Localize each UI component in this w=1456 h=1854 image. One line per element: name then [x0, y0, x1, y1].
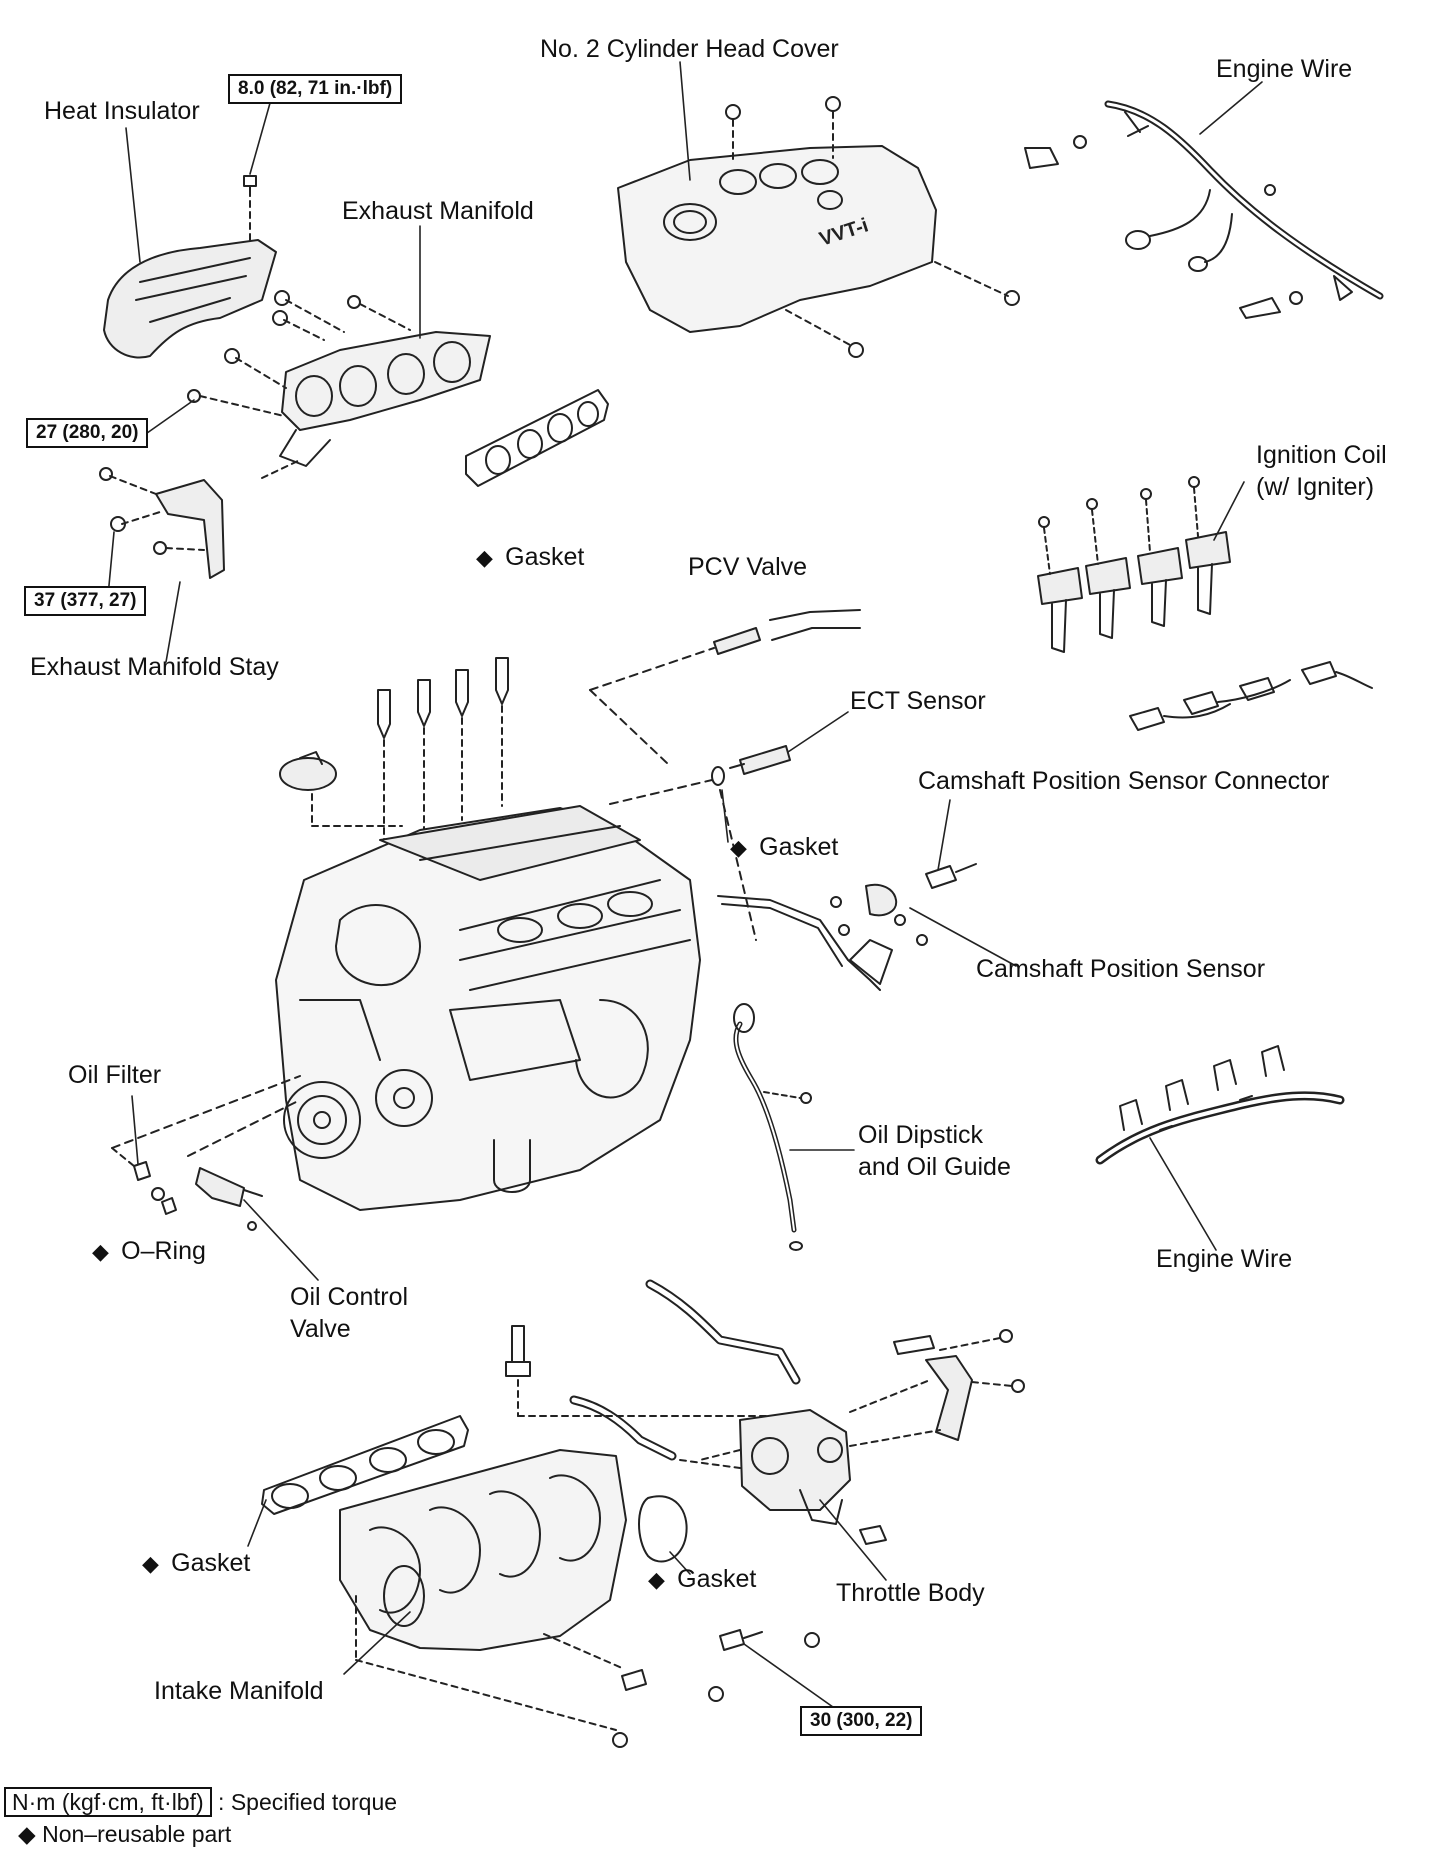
label-ect-sensor: ECT Sensor — [850, 687, 986, 715]
legend-torque-text: : Specified torque — [218, 1789, 398, 1815]
label-engine-wire-mid: Engine Wire — [1156, 1245, 1293, 1273]
label-oil-filter: Oil Filter — [68, 1061, 162, 1089]
oil-filler-cap-drawing — [279, 751, 403, 827]
legend-torque-row: N·m (kgf·cm, ft·lbf) : Specified torque — [4, 1786, 397, 1818]
label-intake-manifold: Intake Manifold — [154, 1677, 324, 1705]
diamond-icon: ◆ — [18, 1821, 36, 1847]
engine-wire-mid-drawing — [1095, 1045, 1345, 1165]
pcv-valve-drawing — [589, 609, 861, 765]
label-pcv-valve: PCV Valve — [688, 553, 808, 581]
label-oil-dipstick-2: and Oil Guide — [858, 1153, 1011, 1181]
oil-dipstick-drawing — [733, 1003, 812, 1251]
label-ignition-coil-2: (w/ Igniter) — [1256, 473, 1375, 501]
label-gasket-exhaust: Gasket — [476, 542, 584, 573]
exhaust-manifold-drawing — [187, 290, 491, 479]
legend: N·m (kgf·cm, ft·lbf) : Specified torque … — [4, 1786, 397, 1850]
torque-heat-insulator: 8.0 (82, 71 in.·lbf) — [228, 74, 403, 104]
label-cylinder-head-cover: No. 2 Cylinder Head Cover — [540, 35, 839, 63]
label-throttle-body: Throttle Body — [836, 1579, 985, 1607]
label-gasket-intake: Gasket — [142, 1548, 250, 1579]
label-oil-control-valve-1: Oil Control — [290, 1283, 409, 1311]
label-cam-sensor: Camshaft Position Sensor — [976, 955, 1266, 983]
legend-torque-box: N·m (kgf·cm, ft·lbf) — [4, 1787, 212, 1817]
label-gasket-ect: Gasket — [730, 832, 838, 863]
exhaust-gasket-drawing — [465, 389, 609, 487]
ignition-coils-drawing — [1037, 476, 1373, 731]
oil-filter-ocv-drawing — [111, 1075, 301, 1231]
label-engine-wire-top: Engine Wire — [1216, 55, 1353, 83]
label-heat-insulator: Heat Insulator — [44, 97, 200, 125]
label-o-ring: O–Ring — [92, 1236, 206, 1267]
label-oil-dipstick-1: Oil Dipstick — [858, 1121, 984, 1149]
label-exhaust-manifold: Exhaust Manifold — [342, 197, 534, 225]
heat-insulator-drawing — [103, 175, 277, 359]
engine-block-drawing — [275, 805, 701, 1211]
cylinder-head-cover-drawing: VVT-i — [617, 96, 1020, 358]
torque-exhaust-manifold: 27 (280, 20) — [26, 418, 149, 448]
manifold-stay-drawing — [99, 467, 225, 579]
cam-sensor-drawing — [717, 863, 977, 991]
spark-plugs-drawing — [377, 657, 509, 841]
torque-intake-manifold: 30 (300, 22) — [800, 1706, 923, 1736]
label-manifold-stay: Exhaust Manifold Stay — [30, 653, 279, 681]
throttle-body-drawing — [699, 1329, 1025, 1545]
label-oil-control-valve-2: Valve — [290, 1315, 351, 1343]
intake-manifold-drawing — [339, 1449, 627, 1731]
engine-wire-top-drawing — [1024, 100, 1384, 319]
water-hose-drawing — [505, 1279, 801, 1469]
label-cam-sensor-connector: Camshaft Position Sensor Connector — [918, 767, 1330, 795]
leader-lines — [107, 61, 1263, 1713]
torque-manifold-stay: 37 (377, 27) — [24, 586, 147, 616]
ect-sensor-drawing — [609, 745, 791, 941]
label-ignition-coil-1: Ignition Coil — [1256, 441, 1387, 469]
throttle-gasket-drawing — [638, 1495, 688, 1563]
intake-bolts-drawing — [612, 1629, 820, 1748]
label-gasket-throttle: Gasket — [648, 1564, 756, 1595]
intake-gasket-drawing — [261, 1415, 469, 1515]
legend-nonreusable-text: Non–reusable part — [42, 1821, 232, 1847]
legend-nonreusable-row: ◆ Non–reusable part — [4, 1818, 397, 1850]
